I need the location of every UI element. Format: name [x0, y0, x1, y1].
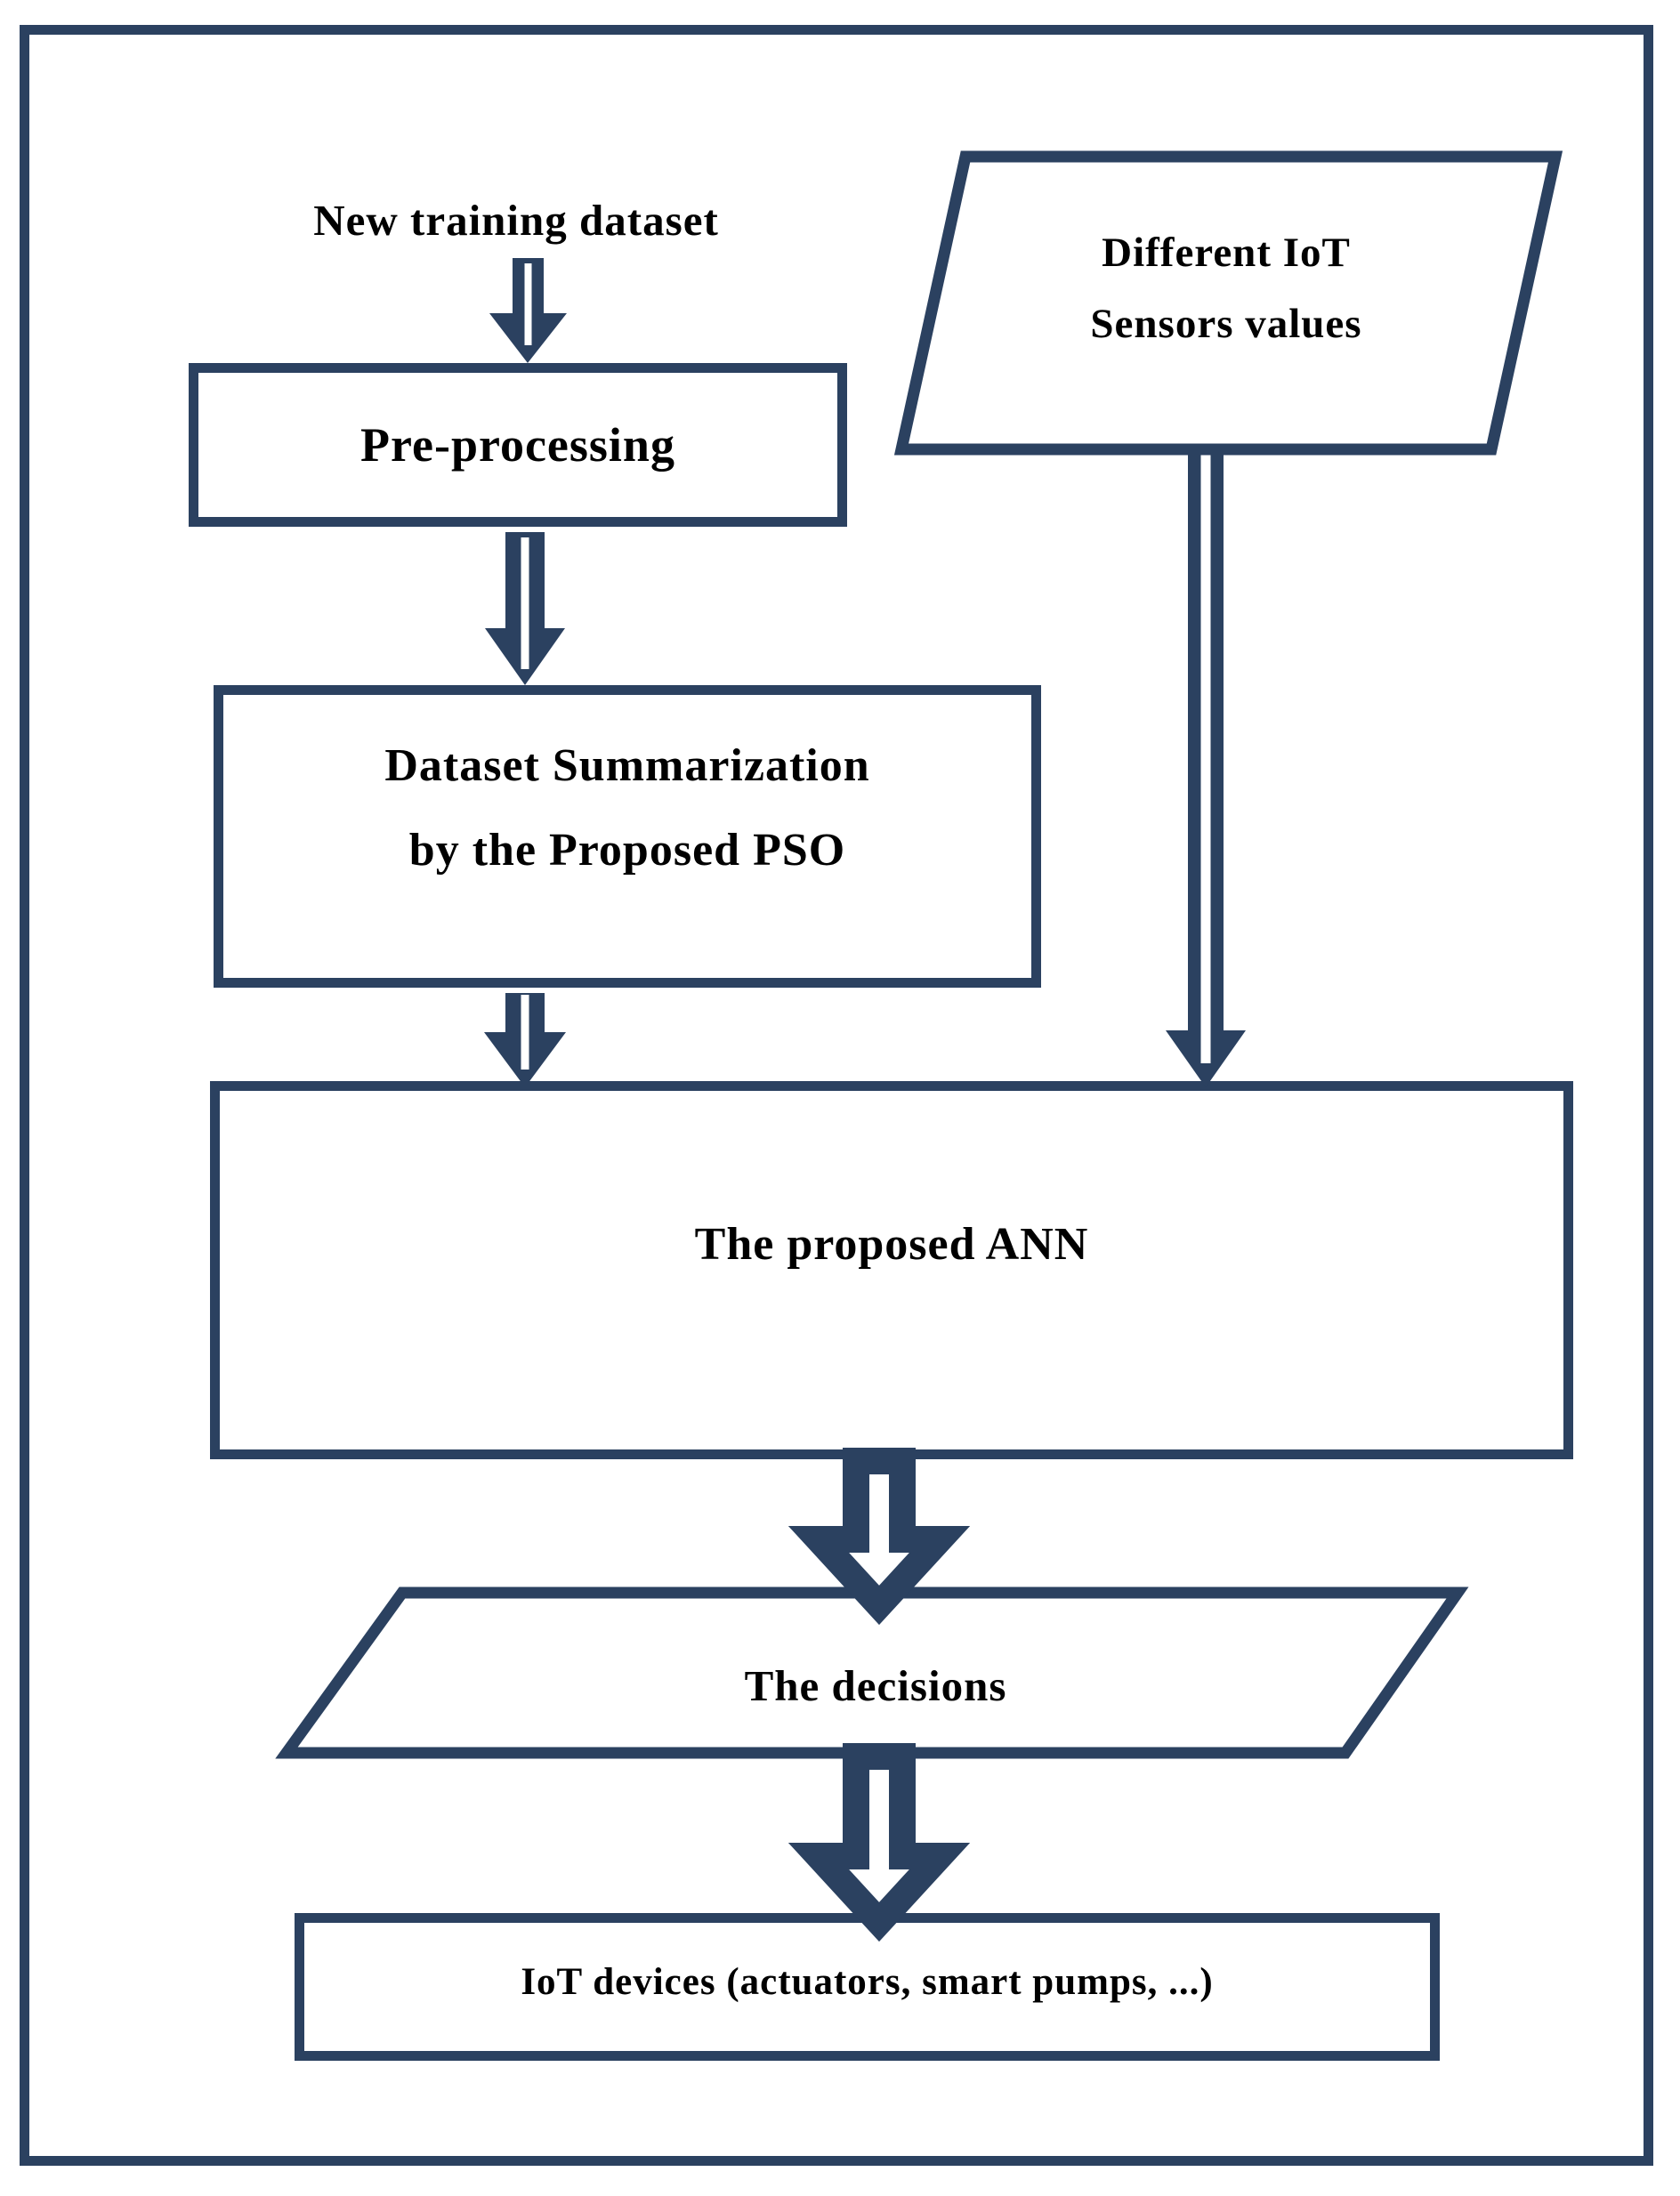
- node-iot-sensors-shape: [893, 150, 1563, 456]
- node-iot-sensors-line1: Different IoT: [1102, 230, 1351, 276]
- node-preprocessing: Pre-processing: [189, 363, 847, 527]
- node-decisions-label: The decisions: [744, 1661, 1007, 1710]
- node-iot-sensors-label: Different IoT Sensors values: [915, 217, 1538, 359]
- node-decisions-shape: [275, 1586, 1469, 1759]
- node-dataset-summarization-line2: by the Proposed PSO: [408, 825, 846, 876]
- node-dataset-summarization: Dataset Summarization by the Proposed PS…: [214, 685, 1041, 988]
- arrow-training-to-preprocessing-icon: [489, 258, 567, 363]
- node-iot-sensors-line2: Sensors values: [1090, 301, 1362, 347]
- arrow-decisions-to-devices-icon: [788, 1743, 971, 1942]
- diagram-border-frame: [20, 25, 1653, 2166]
- new-training-dataset-label: New training dataset: [313, 196, 719, 245]
- node-dataset-summarization-label: Dataset Summarization by the Proposed PS…: [223, 695, 1031, 892]
- node-iot-devices-label: IoT devices (actuators, smart pumps, ...…: [521, 1961, 1214, 2004]
- node-proposed-ann-label: The proposed ANN: [694, 1218, 1089, 1270]
- arrow-sensors-to-ann-icon: [1166, 449, 1246, 1087]
- arrow-summarization-to-ann-icon: [484, 993, 566, 1087]
- node-dataset-summarization-line1: Dataset Summarization: [384, 740, 870, 791]
- node-iot-devices: IoT devices (actuators, smart pumps, ...…: [295, 1913, 1440, 2061]
- arrow-preprocessing-to-summarization-icon: [485, 532, 565, 685]
- node-preprocessing-label: Pre-processing: [360, 417, 675, 472]
- arrow-ann-to-decisions-icon: [788, 1448, 971, 1626]
